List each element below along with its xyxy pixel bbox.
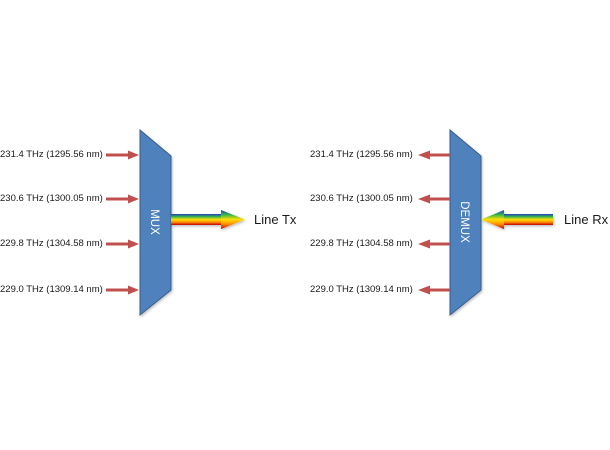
- mux-input-arrow-3: [106, 239, 139, 249]
- mux-input-label-2: 230.6 THz (1300.05 nm): [0, 193, 103, 204]
- demux-output-label-1: 231.4 THz (1295.56 nm): [310, 149, 413, 160]
- mux-block: [139, 128, 172, 317]
- mux-output-arrow: [171, 210, 245, 229]
- line-tx-label: Line Tx: [254, 212, 297, 227]
- mux-input-arrow-2: [106, 194, 139, 204]
- demux-output-label-2: 230.6 THz (1300.05 nm): [310, 193, 413, 204]
- line-rx-label: Line Rx: [564, 212, 609, 227]
- mux-input-arrow-4: [106, 285, 139, 295]
- demux-output-arrow-4: [418, 285, 450, 295]
- mux-input-label-4: 229.0 THz (1309.14 nm): [0, 284, 103, 295]
- demux-label: DEMUX: [458, 201, 470, 243]
- mux-input-arrows: [106, 150, 139, 295]
- mux-input-label-3: 229.8 THz (1304.58 nm): [0, 238, 103, 249]
- demux-output-label-3: 229.8 THz (1304.58 nm): [310, 238, 413, 249]
- mux-input-label-1: 231.4 THz (1295.56 nm): [0, 149, 103, 160]
- demux-output-label-4: 229.0 THz (1309.14 nm): [310, 284, 413, 295]
- demux-input-arrow: [481, 210, 553, 229]
- mux-input-arrow-1: [106, 150, 139, 160]
- demux-output-arrow-2: [418, 194, 450, 204]
- mux-label: MUX: [148, 209, 160, 235]
- demux-output-arrow-1: [418, 150, 450, 160]
- demux-block: [449, 128, 482, 317]
- demux-output-arrow-3: [418, 239, 450, 249]
- demux-output-arrows: [418, 150, 450, 295]
